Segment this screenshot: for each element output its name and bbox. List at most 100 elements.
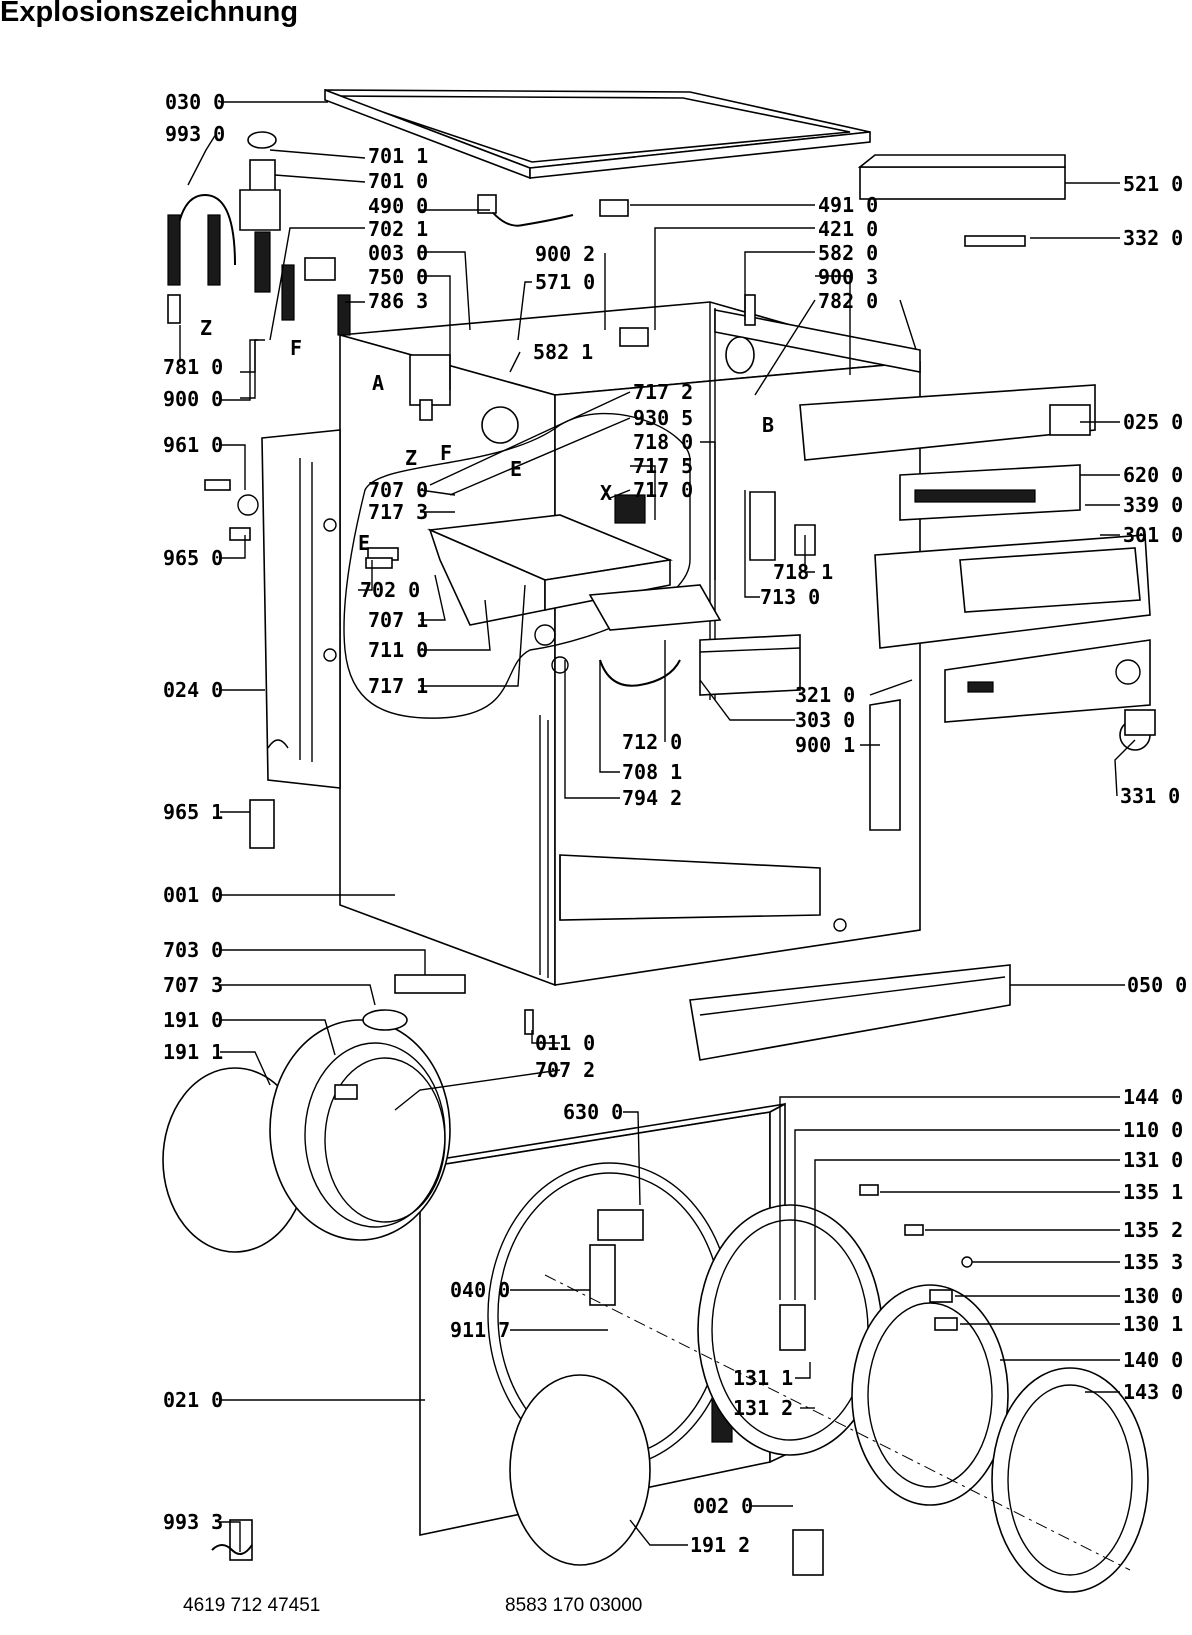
callout-c5820: 582 0 <box>818 241 878 265</box>
callout-c5710: 571 0 <box>535 270 595 294</box>
callout-c9610: 961 0 <box>163 433 223 457</box>
callout-c7011: 701 1 <box>368 144 428 168</box>
tub <box>162 974 466 1253</box>
callout-c1440: 144 0 <box>1123 1085 1183 1109</box>
callout-c7020: 702 0 <box>360 578 420 602</box>
callout-c0250: 025 0 <box>1123 410 1183 434</box>
callout-c1311: 131 1 <box>733 1366 793 1390</box>
callout-c7810: 781 0 <box>163 355 223 379</box>
callout-c9000: 900 0 <box>163 387 223 411</box>
callout-c0030: 003 0 <box>368 241 428 265</box>
callout-c1351: 135 1 <box>1123 1180 1183 1204</box>
callout-c7942: 794 2 <box>622 786 682 810</box>
callout-c0240: 024 0 <box>163 678 223 702</box>
callout-c1353: 135 3 <box>1123 1250 1183 1274</box>
callout-c4910: 491 0 <box>818 193 878 217</box>
marker-mE1: E <box>510 457 522 481</box>
callout-c9003: 900 3 <box>818 265 878 289</box>
callout-c3210: 321 0 <box>795 683 855 707</box>
marker-mZ1: Z <box>200 316 212 340</box>
marker-mF2: F <box>440 441 452 465</box>
control-assemblies <box>749 154 1151 831</box>
marker-mE2: E <box>358 531 370 555</box>
callout-c1352: 135 2 <box>1123 1218 1183 1242</box>
callout-c0500: 050 0 <box>1127 973 1187 997</box>
callout-c030: 030 0 <box>165 90 225 114</box>
marker-mA: A <box>372 371 384 395</box>
callout-c7170: 717 0 <box>633 478 693 502</box>
callout-c0110: 011 0 <box>535 1031 595 1055</box>
marker-mX: X <box>600 481 612 505</box>
callout-c1430: 143 0 <box>1123 1380 1183 1404</box>
marker-mF1: F <box>290 336 302 360</box>
callout-c9650: 965 0 <box>163 546 223 570</box>
callout-c1912: 191 2 <box>690 1533 750 1557</box>
callout-c6300: 630 0 <box>563 1100 623 1124</box>
callout-c3010: 301 0 <box>1123 523 1183 547</box>
callout-c7181: 718 1 <box>773 560 833 584</box>
callout-c9002: 900 2 <box>535 242 595 266</box>
callout-c7073: 707 3 <box>163 973 223 997</box>
callout-c5821: 582 1 <box>533 340 593 364</box>
callout-c6200: 620 0 <box>1123 463 1183 487</box>
callout-c0400: 040 0 <box>450 1278 510 1302</box>
callout-c7081: 708 1 <box>622 760 682 784</box>
rear-panel <box>261 429 341 789</box>
callout-c1300: 130 0 <box>1123 1284 1183 1308</box>
small-parts <box>524 1009 973 1331</box>
callout-c7010: 701 0 <box>368 169 428 193</box>
callout-c3030: 303 0 <box>795 708 855 732</box>
callout-c9001: 900 1 <box>795 733 855 757</box>
callout-c7030: 703 0 <box>163 938 223 962</box>
callout-c7180: 718 0 <box>633 430 693 454</box>
callout-c7021: 702 1 <box>368 217 428 241</box>
callout-c7173: 717 3 <box>368 500 428 524</box>
door-assembly <box>509 1204 1149 1593</box>
callout-c1301: 130 1 <box>1123 1312 1183 1336</box>
callout-c9305: 930 5 <box>633 406 693 430</box>
plinth <box>689 964 1011 1061</box>
page-title: Explosionszeichnung <box>0 0 299 28</box>
callout-c3390: 339 0 <box>1123 493 1183 517</box>
center-axis <box>544 1274 1131 1571</box>
callout-c1400: 140 0 <box>1123 1348 1183 1372</box>
callout-c3310: 331 0 <box>1120 784 1180 808</box>
callout-c0010: 001 0 <box>163 883 223 907</box>
callout-c7171: 717 1 <box>368 674 428 698</box>
callout-c7120: 712 0 <box>622 730 682 754</box>
footer-right-code: 8583 170 03000 <box>505 1595 643 1616</box>
callout-c4210: 421 0 <box>818 217 878 241</box>
footer-left-code: 4619 712 47451 <box>183 1595 321 1616</box>
callout-c1310: 131 0 <box>1123 1148 1183 1172</box>
callout-c0020: 002 0 <box>693 1494 753 1518</box>
callout-c7130: 713 0 <box>760 585 820 609</box>
callout-c7500: 750 0 <box>368 265 428 289</box>
callout-c9933: 993 3 <box>163 1510 223 1534</box>
front-panel <box>419 1102 786 1536</box>
callout-c7175: 717 5 <box>633 454 693 478</box>
callout-c4900: 490 0 <box>368 194 428 218</box>
callout-c1312: 131 2 <box>733 1396 793 1420</box>
callout-c7072: 707 2 <box>535 1058 595 1082</box>
callout-c1911: 191 1 <box>163 1040 223 1064</box>
callout-c9117: 911 7 <box>450 1318 510 1342</box>
callout-c3320: 332 0 <box>1123 226 1183 250</box>
marker-mB: B <box>762 413 774 437</box>
callout-c7863: 786 3 <box>368 289 428 313</box>
inlet-parts <box>167 131 1156 1561</box>
callout-c7110: 711 0 <box>368 638 428 662</box>
callout-c7070: 707 0 <box>368 478 428 502</box>
top-cover <box>324 88 871 180</box>
callout-c5210: 521 0 <box>1123 172 1183 196</box>
callout-c7071: 707 1 <box>368 608 428 632</box>
dispenser-group <box>343 412 801 719</box>
callout-c7172: 717 2 <box>633 380 693 404</box>
marker-mZ2: Z <box>405 446 417 470</box>
callout-c1100: 110 0 <box>1123 1118 1183 1142</box>
callout-c7820: 782 0 <box>818 289 878 313</box>
callout-c993a: 993 0 <box>165 122 225 146</box>
